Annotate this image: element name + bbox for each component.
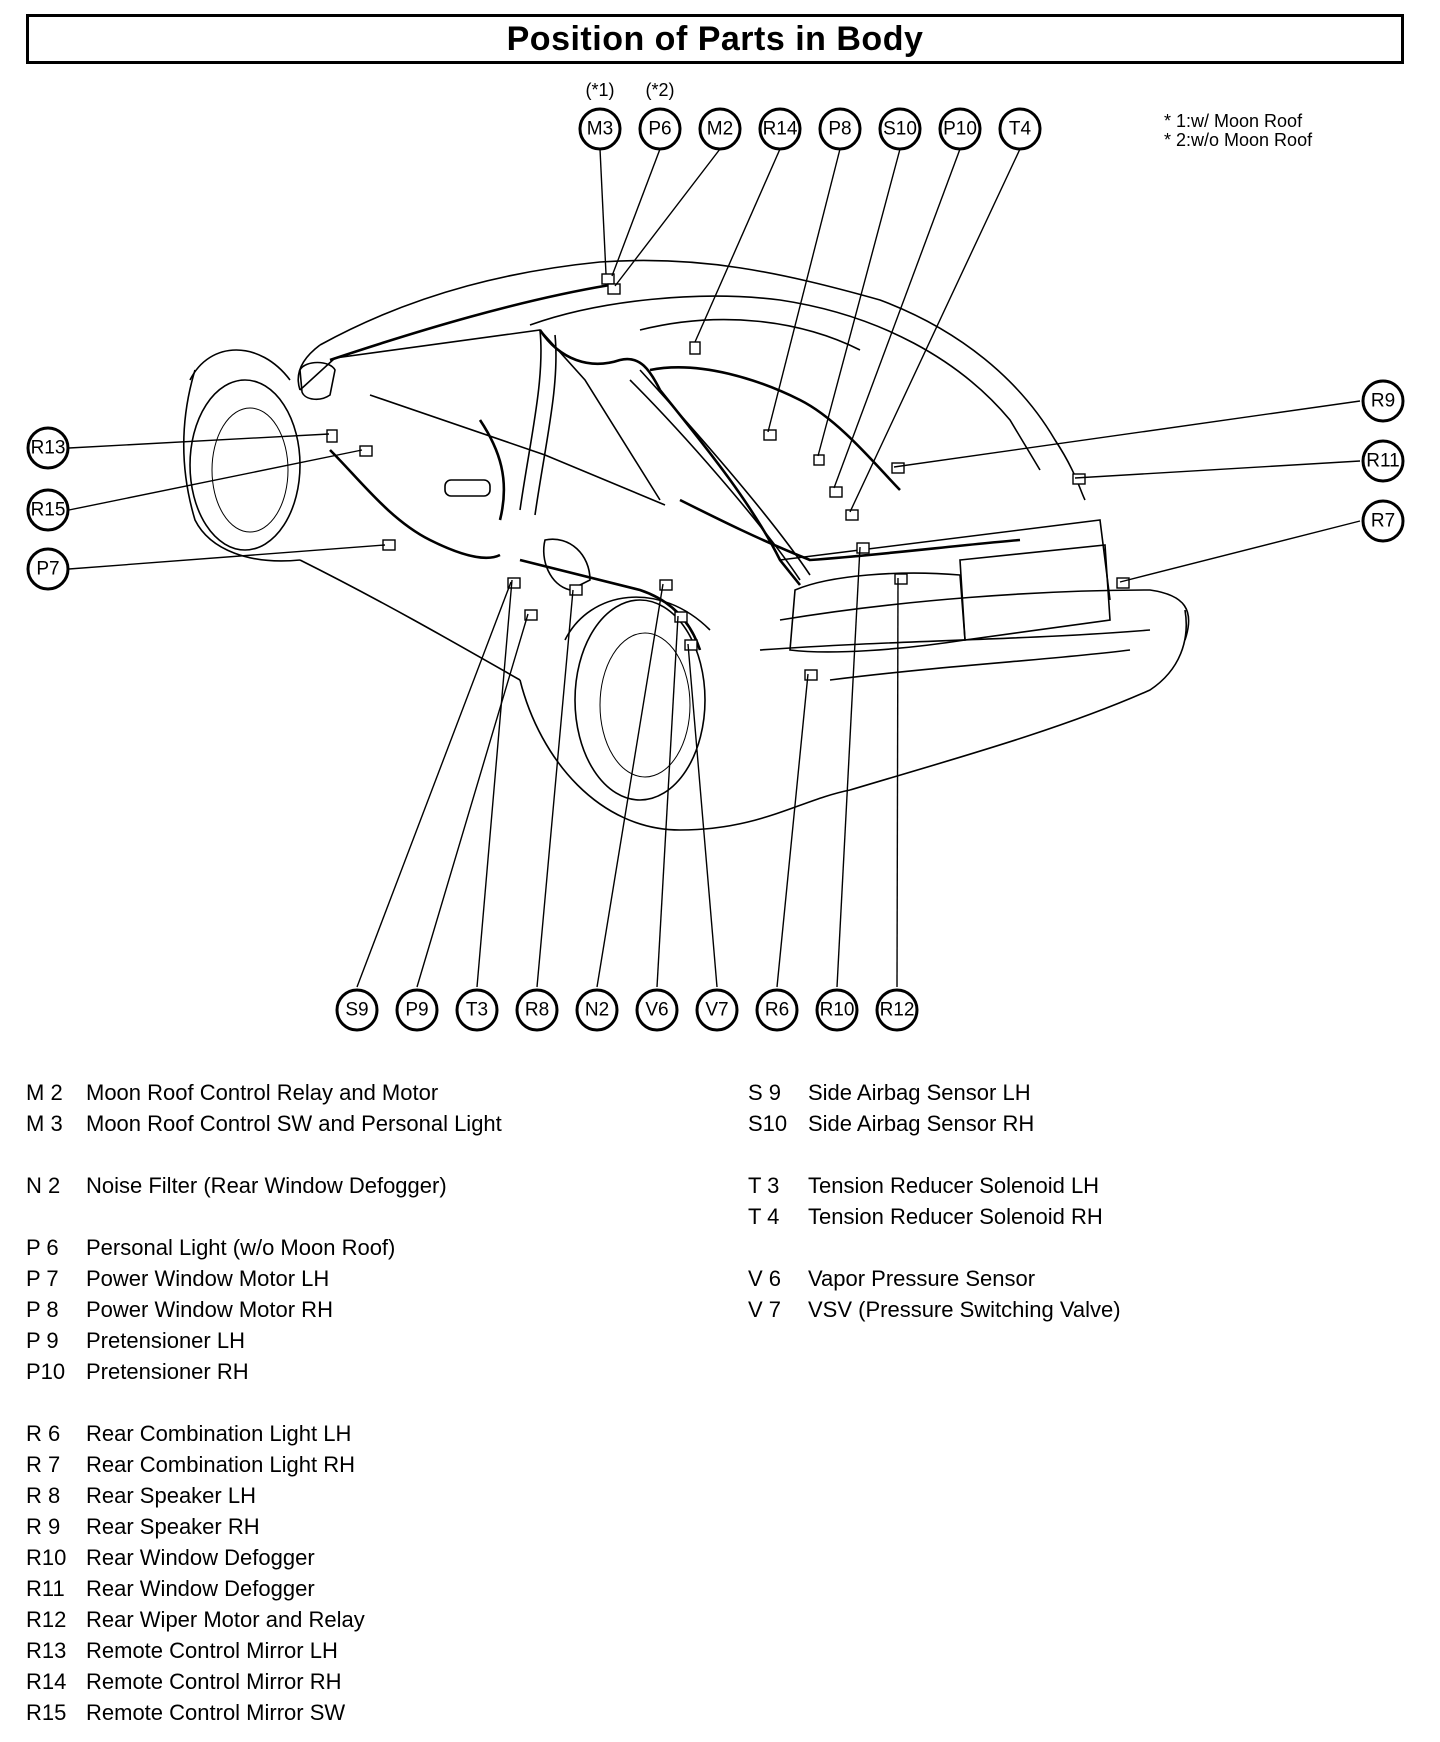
callout-r11: R11 [1361, 439, 1405, 483]
callout-r12: R12 [875, 988, 919, 1032]
callout-r14: R14 [758, 107, 802, 151]
svg-text:R15: R15 [31, 500, 66, 521]
legend-gap [26, 1139, 502, 1170]
callout-r6: R6 [755, 988, 799, 1032]
callout-r9: R9 [1361, 379, 1405, 423]
svg-text:R11: R11 [1366, 451, 1399, 472]
title-box: Position of Parts in Body [26, 14, 1404, 64]
svg-text:M3: M3 [587, 119, 613, 140]
svg-text:T4: T4 [1009, 119, 1032, 140]
svg-text:P8: P8 [828, 119, 851, 140]
svg-text:R8: R8 [525, 1000, 549, 1021]
svg-text:S9: S9 [345, 1000, 368, 1021]
callout-r13: R13 [26, 426, 70, 470]
callout-r15: R15 [26, 488, 70, 532]
svg-text:V7: V7 [705, 1000, 728, 1021]
note-no-moon-roof: * 2:w/o Moon Roof [1164, 130, 1313, 150]
callout-s9: S9 [335, 988, 379, 1032]
legend-gap [26, 1387, 502, 1418]
callout-p8: P8 [818, 107, 862, 151]
callout-t3: T3 [455, 988, 499, 1032]
svg-text:R9: R9 [1371, 391, 1395, 412]
svg-text:R7: R7 [1371, 511, 1395, 532]
callout-p9: P9 [395, 988, 439, 1032]
callout-p6: P6 [638, 107, 682, 151]
svg-text:S10: S10 [883, 119, 917, 140]
car-body-outline [183, 259, 1190, 831]
callouts-bottom: S9 P9 T3 R8 N2 V6 V7 R6 R10 R12 [335, 988, 919, 1032]
callout-r7: R7 [1361, 499, 1405, 543]
svg-text:P10: P10 [943, 119, 977, 140]
svg-text:R14: R14 [763, 119, 798, 140]
qualifier-m3: (*1) [585, 80, 614, 100]
callout-v7: V7 [695, 988, 739, 1032]
svg-text:R10: R10 [820, 1000, 855, 1021]
legend-gap [26, 1201, 502, 1232]
callouts-top: M3 P6 M2 R14 P8 S10 P10 T4 [578, 107, 1042, 151]
legend-gap [748, 1232, 1121, 1263]
legend-gap [748, 1139, 1121, 1170]
qualifier-p6: (*2) [645, 80, 674, 100]
callouts-left: R13 R15 P7 [26, 426, 70, 591]
callouts-right: R9 R11 R7 [1361, 379, 1405, 543]
callout-m3: M3 [578, 107, 622, 151]
callout-r8: R8 [515, 988, 559, 1032]
wiring-harness [329, 283, 1021, 651]
callout-p10: P10 [938, 107, 982, 151]
svg-text:M2: M2 [707, 119, 733, 140]
callout-t4: T4 [998, 107, 1042, 151]
body-parts-diagram: * 1:w/ Moon Roof * 2:w/o Moon Roof (*1) … [26, 80, 1405, 1032]
svg-text:R6: R6 [765, 1000, 789, 1021]
svg-text:T3: T3 [466, 1000, 488, 1021]
svg-text:P9: P9 [405, 1000, 428, 1021]
svg-text:N2: N2 [585, 1000, 609, 1021]
callout-p7: P7 [26, 547, 70, 591]
callout-r10: R10 [815, 988, 859, 1032]
callout-v6: V6 [635, 988, 679, 1032]
callout-n2: N2 [575, 988, 619, 1032]
svg-text:P6: P6 [648, 119, 671, 140]
svg-text:V6: V6 [645, 1000, 668, 1021]
connector-markers [326, 273, 1130, 681]
svg-text:R13: R13 [31, 438, 66, 459]
svg-text:R12: R12 [880, 1000, 915, 1021]
page-title: Position of Parts in Body [506, 19, 924, 58]
note-moon-roof: * 1:w/ Moon Roof [1164, 111, 1303, 131]
callout-m2: M2 [698, 107, 742, 151]
svg-text:P7: P7 [36, 559, 59, 580]
callout-s10: S10 [878, 107, 922, 151]
leader-lines [68, 148, 1361, 988]
